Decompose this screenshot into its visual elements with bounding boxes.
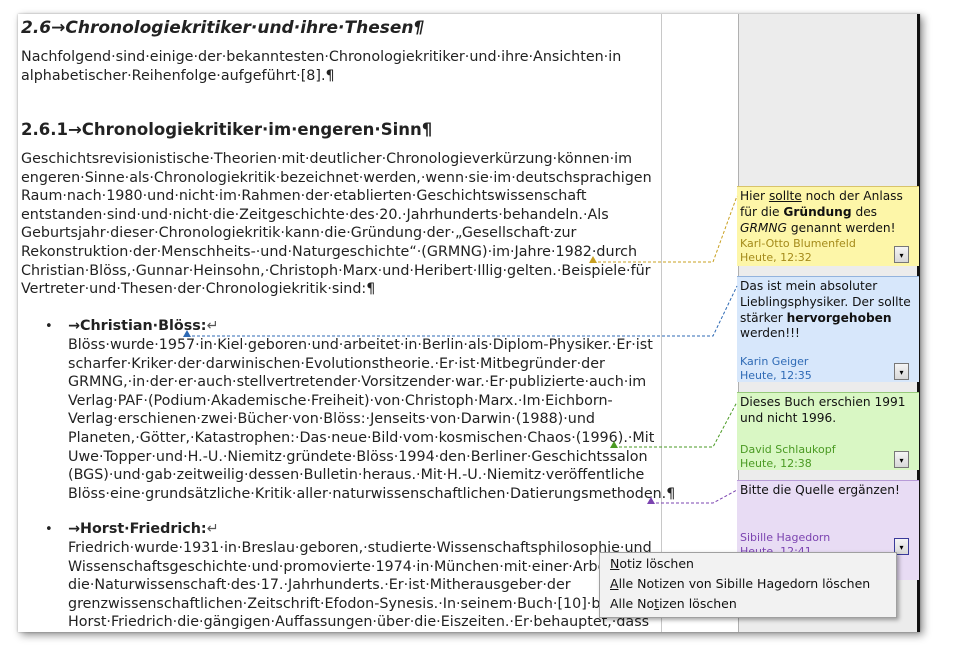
item-heading-bloess: →Christian·Blöss:↵ bbox=[68, 317, 218, 336]
anchor-marker-note-3 bbox=[610, 441, 618, 448]
chevron-down-icon: ▾ bbox=[899, 251, 904, 260]
anchor-marker-note-1 bbox=[589, 256, 597, 263]
page-text-boundary bbox=[661, 14, 662, 632]
heading-2-6-1: 2.6.1→Chronologiekritiker·im·engeren·Sin… bbox=[21, 120, 433, 139]
text-line: Blöss·eine·grundsätzliche·Kritik·aller·n… bbox=[68, 485, 676, 502]
text-line: alphabetischer·Reihenfolge·aufgeführt·[8… bbox=[21, 67, 335, 84]
note-timestamp: Heute, 12:35 bbox=[740, 369, 812, 382]
text-line: Verlag·erschienen·zwei·Bücher·von·Blöss:… bbox=[68, 411, 595, 428]
intro-paragraph: Nachfolgend·sind·einige·der·bekanntesten… bbox=[21, 48, 621, 85]
anchor-line-note-4 bbox=[651, 489, 738, 504]
chevron-down-icon: ▾ bbox=[899, 368, 904, 377]
bullet-marker: • bbox=[45, 319, 53, 334]
note-timestamp: Heute, 12:32 bbox=[740, 251, 812, 264]
anchor-line-note-1 bbox=[593, 195, 738, 263]
text-line: Planeten,·Götter,·Katastrophen:·Das·neue… bbox=[68, 429, 655, 446]
note-author: David Schlaukopf bbox=[740, 443, 836, 456]
text-line: scharfer·Kriker·der·darwinischen·Evoluti… bbox=[68, 355, 605, 372]
text-line: Christian·Blöss,·Gunnar·Heinsohn,·Christ… bbox=[21, 262, 651, 279]
text-line: Uwe·Topper·und·H.-U.·Niemitz·gründete·Bl… bbox=[68, 448, 648, 465]
note-timestamp: Heute, 12:38 bbox=[740, 457, 812, 470]
anchor-marker-note-4 bbox=[647, 497, 655, 504]
menu-item-label: Notiz löschen bbox=[610, 556, 694, 571]
text-line: engeren·Sinne·als·Chronologiekritik·beze… bbox=[21, 169, 652, 186]
line-break-mark: ↵ bbox=[206, 521, 219, 537]
text-line: Friedrich·wurde·1931·in·Breslau·geboren,… bbox=[68, 540, 652, 556]
text-line: Wissenschaftsgeschichte·und·promovierte·… bbox=[68, 558, 616, 575]
note-text: Bitte die Quelle ergänzen! bbox=[740, 483, 900, 497]
chevron-down-icon: ▾ bbox=[899, 543, 904, 552]
note-context-menu: Notiz löschen Alle Notizen von Sibille H… bbox=[599, 552, 897, 618]
note-author: Sibille Hagedorn bbox=[740, 531, 831, 544]
text-line: Horst·Friedrich·die·gängigen·Auffassunge… bbox=[68, 614, 650, 631]
text-line: GRMNG,·in·der·er·auch·stellvertretender·… bbox=[68, 374, 647, 391]
heading-2-6: 2.6→Chronologiekritiker·und·ihre·Thesen¶ bbox=[21, 18, 425, 38]
comment-anchor-connectors bbox=[183, 195, 738, 504]
text-line: (BGS)·und·gab·zeitweilig·dessen·Bulletin… bbox=[68, 467, 645, 484]
comment-note-blumenfeld[interactable]: Hier sollte noch der Anlass für die Grün… bbox=[737, 186, 919, 266]
note-text: Hier sollte noch der Anlass für die Grün… bbox=[740, 189, 903, 235]
text-line: Rekonstruktion·der·Menschheits-·und·Natu… bbox=[21, 243, 638, 260]
text-line: Verlag·PAF·(Podium·Akademische·Freiheit)… bbox=[68, 392, 613, 409]
note-author: Karl-Otto Blumenfeld bbox=[740, 237, 856, 250]
text-line: grenzwissenschaftlichen·Zeitschrift·Efod… bbox=[68, 595, 610, 612]
text-line: Nachfolgend·sind·einige·der·bekanntesten… bbox=[21, 49, 622, 65]
note-menu-button[interactable]: ▾ bbox=[894, 363, 909, 380]
bullet-marker: • bbox=[45, 522, 53, 537]
chevron-down-icon: ▾ bbox=[899, 456, 904, 465]
text-line: die·Naturwissenschaft·des·17.·Jahrhunder… bbox=[68, 577, 571, 594]
menu-item-label: Alle Notizen von Sibille Hagedorn lösche… bbox=[610, 576, 871, 591]
menu-item-delete-author-notes[interactable]: Alle Notizen von Sibille Hagedorn lösche… bbox=[610, 576, 870, 591]
item-body-bloess: Blöss·wurde·1957·in·Kiel·geboren·und·arb… bbox=[68, 336, 675, 503]
item-heading-friedrich: →Horst·Friedrich:↵ bbox=[68, 520, 219, 539]
note-menu-button[interactable]: ▾ bbox=[894, 538, 909, 555]
menu-item-delete-all-notes[interactable]: Alle Notizen löschen bbox=[610, 596, 737, 611]
anchor-marker-note-2 bbox=[183, 330, 191, 337]
document-window: 2.6→Chronologiekritiker·und·ihre·Thesen¶… bbox=[18, 14, 920, 632]
item-heading-text: →Horst·Friedrich: bbox=[68, 521, 207, 537]
note-menu-button[interactable]: ▾ bbox=[894, 246, 909, 263]
note-text: Das ist mein absoluter Lieblingsphysiker… bbox=[740, 279, 911, 341]
text-line: Blöss·wurde·1957·in·Kiel·geboren·und·arb… bbox=[68, 337, 653, 353]
text-line: Vertreter·und·Thesen·der·Chronologiekrit… bbox=[21, 281, 376, 298]
text-line: Geburtsjahr·dieser·Chronologiekritik·kan… bbox=[21, 225, 577, 242]
menu-item-delete-note[interactable]: Notiz löschen bbox=[610, 556, 694, 571]
item-heading-text: →Christian·Blöss: bbox=[68, 318, 207, 334]
anchor-line-note-2 bbox=[187, 285, 738, 337]
anchor-line-note-3 bbox=[614, 401, 738, 448]
text-line: Raum·nach·1980·und·nicht·im·Rahmen·der·e… bbox=[21, 188, 587, 205]
text-line: entstanden·sind·und·nicht·die·Zeitgeschi… bbox=[21, 206, 609, 223]
note-text: Dieses Buch erschien 1991 und nicht 1996… bbox=[740, 395, 906, 425]
note-menu-button[interactable]: ▾ bbox=[894, 451, 909, 468]
text-line: Geschichtsrevisionistische·Theorien·mit·… bbox=[21, 151, 633, 167]
line-break-mark: ↵ bbox=[206, 318, 219, 334]
comment-note-schlaukopf[interactable]: Dieses Buch erschien 1991 und nicht 1996… bbox=[737, 392, 919, 470]
item-body-friedrich: Friedrich·wurde·1931·in·Breslau·geboren,… bbox=[68, 539, 652, 632]
note-author: Karin Geiger bbox=[740, 355, 809, 368]
paragraph-revision-theories: Geschichtsrevisionistische·Theorien·mit·… bbox=[21, 150, 652, 299]
menu-item-label: Alle Notizen löschen bbox=[610, 596, 737, 611]
comment-note-geiger[interactable]: Das ist mein absoluter Lieblingsphysiker… bbox=[737, 276, 919, 382]
